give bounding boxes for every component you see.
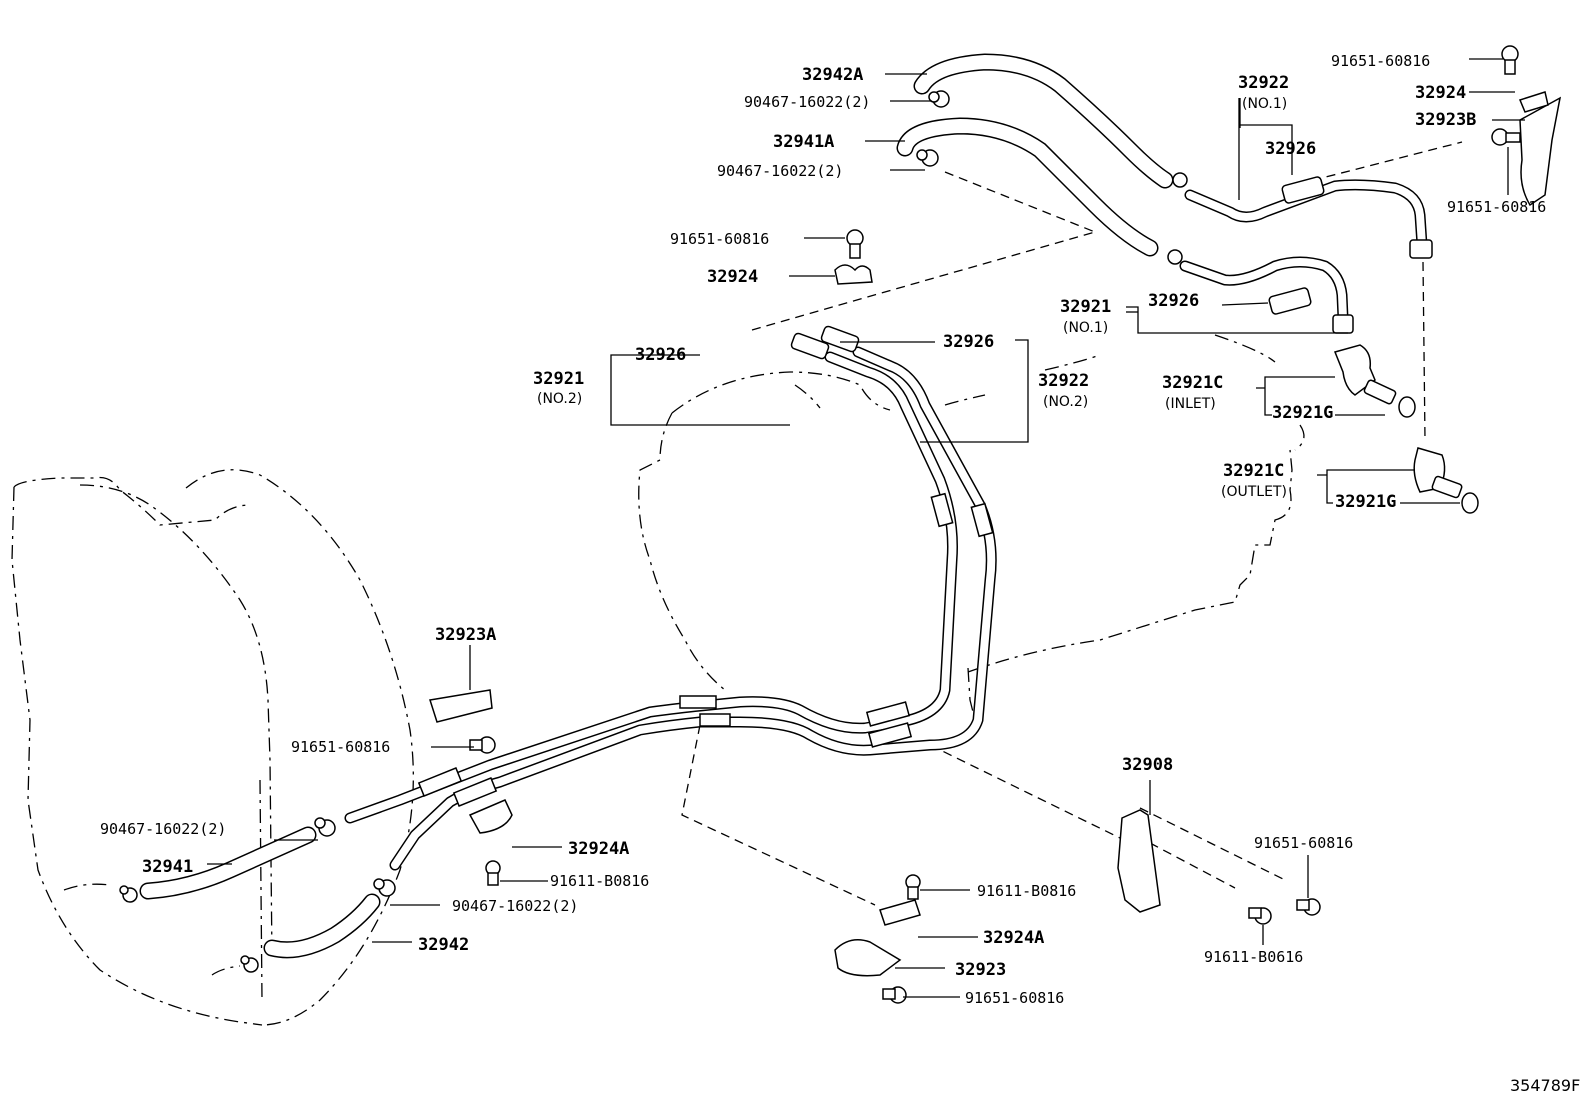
label-32942: 32942	[418, 935, 469, 955]
label-32926-c: 32926	[635, 345, 686, 365]
label-32922-no2: 32922	[1038, 371, 1089, 391]
label-32922-no2-sub: (NO.2)	[1043, 394, 1088, 410]
label-32921-no2: 32921	[533, 369, 584, 389]
tube-32922-no1	[1184, 179, 1428, 251]
label-32921-no2-sub: (NO.2)	[537, 391, 582, 407]
label-91651-60816-a: 91651-60816	[670, 230, 769, 248]
hose-32942A	[913, 53, 1174, 189]
label-91651-60816-c: 91651-60816	[1447, 198, 1546, 216]
hose-32941	[139, 826, 317, 900]
label-32926-b: 32926	[1148, 291, 1199, 311]
label-91651-60816-f: 91651-60816	[965, 989, 1064, 1007]
label-32942A: 32942A	[802, 65, 863, 85]
reference-lines	[681, 141, 1463, 906]
part-labels: 32942A 90467-16022(2) 32941A 90467-16022…	[100, 52, 1580, 1095]
label-90467-16022-a: 90467-16022(2)	[744, 93, 870, 111]
label-32921-no1: 32921	[1060, 297, 1111, 317]
label-91611-B0616: 91611-B0616	[1204, 948, 1303, 966]
label-32924A-a: 32924A	[568, 839, 629, 859]
label-91611-B0816-a: 91611-B0816	[550, 872, 649, 890]
label-32908: 32908	[1122, 755, 1173, 775]
label-32941A: 32941A	[773, 132, 834, 152]
label-32923B: 32923B	[1415, 110, 1476, 130]
label-32921C-inlet-sub: (INLET)	[1165, 396, 1216, 412]
radiator-outline	[11, 469, 414, 1026]
label-32921C-inlet: 32921C	[1162, 373, 1223, 393]
label-91651-60816-b: 91651-60816	[1331, 52, 1430, 70]
label-32922-no1: 32922	[1238, 73, 1289, 93]
leader-lines	[207, 58, 1525, 998]
label-90467-16022-b: 90467-16022(2)	[717, 162, 843, 180]
label-32923A: 32923A	[435, 625, 496, 645]
label-32921C-outlet: 32921C	[1223, 461, 1284, 481]
hose-32941A	[896, 117, 1159, 257]
union-fittings	[1332, 239, 1479, 514]
label-90467-16022-d: 90467-16022(2)	[452, 897, 578, 915]
label-32921C-outlet-sub: (OUTLET)	[1221, 484, 1287, 500]
label-32924-b: 32924	[1415, 83, 1466, 103]
label-32924A-b: 32924A	[983, 928, 1044, 948]
label-91651-60816-d: 91651-60816	[291, 738, 390, 756]
label-32941: 32941	[142, 857, 193, 877]
clamps	[119, 90, 1188, 973]
label-32921G-b: 32921G	[1335, 492, 1396, 512]
label-32924-a: 32924	[707, 267, 758, 287]
rubber-sleeves-32926	[790, 176, 1325, 360]
label-32921-no1-sub: (NO.1)	[1063, 320, 1108, 336]
transmission-outline	[638, 334, 1305, 721]
label-91651-60816-e: 91651-60816	[1254, 834, 1353, 852]
label-91611-B0816-b: 91611-B0816	[977, 882, 1076, 900]
label-32926-d: 32926	[943, 332, 994, 352]
brackets	[429, 91, 1562, 977]
label-32921G-a: 32921G	[1272, 403, 1333, 423]
label-32926-a: 32926	[1265, 139, 1316, 159]
tube-32921-no1	[1179, 256, 1349, 324]
label-32922-no1-sub: (NO.1)	[1242, 96, 1287, 112]
bolts	[469, 45, 1521, 1004]
label-32923: 32923	[955, 960, 1006, 980]
hose-32942	[263, 893, 381, 959]
tube-sleeves	[417, 492, 994, 807]
diagram-id: 354789F	[1510, 1076, 1580, 1095]
label-90467-16022-c: 90467-16022(2)	[100, 820, 226, 838]
